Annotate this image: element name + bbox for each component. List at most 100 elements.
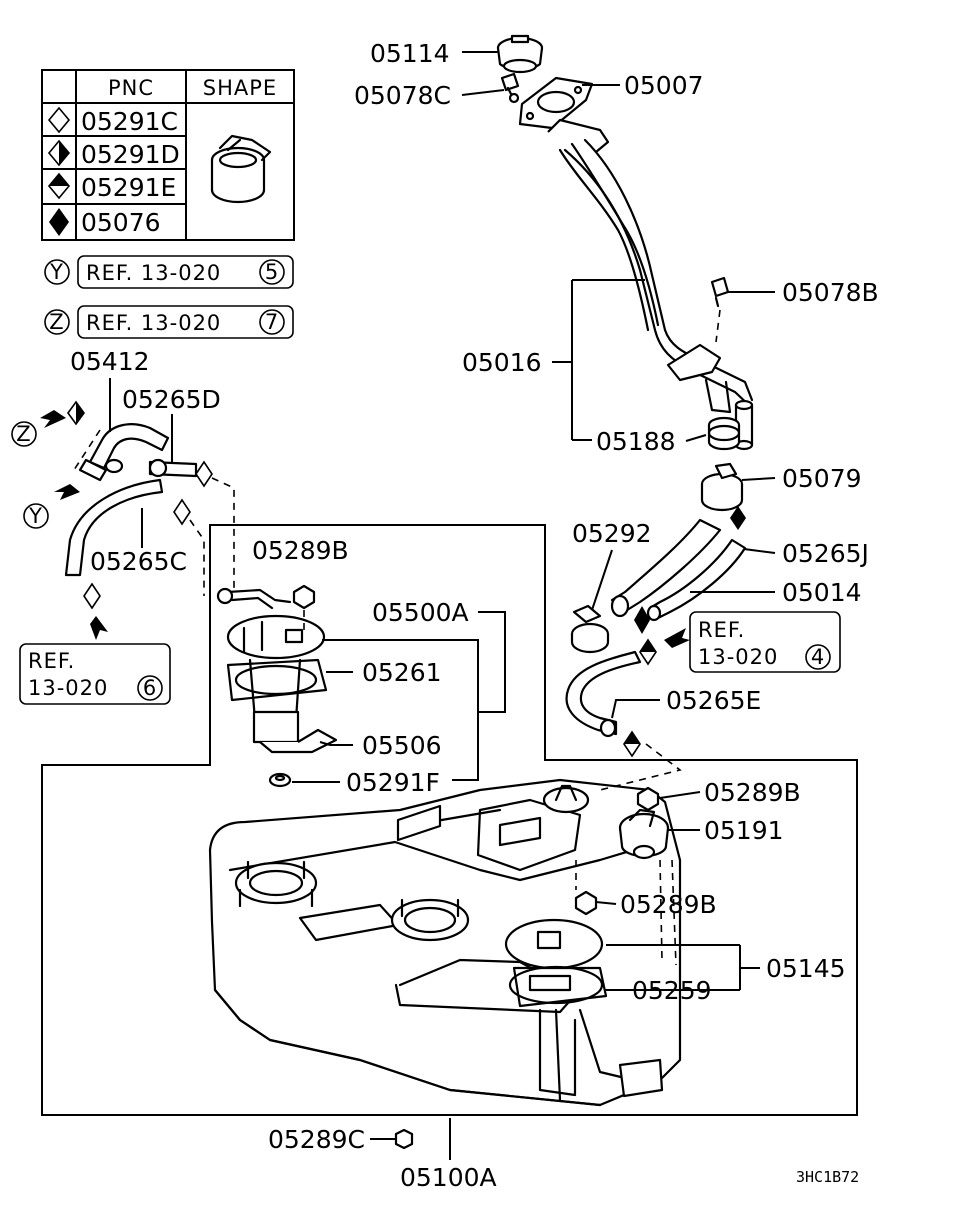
diamond-filled-icon bbox=[730, 506, 746, 530]
filler-gasket-part[interactable] bbox=[518, 76, 594, 130]
label-05291f: 05291F bbox=[346, 768, 440, 797]
fuel-pump-assembly[interactable] bbox=[216, 587, 338, 754]
label-05007: 05007 bbox=[624, 71, 704, 100]
label-05500a: 05500A bbox=[372, 598, 469, 627]
ref-z-text: REF. 13-020 bbox=[86, 311, 221, 335]
connection-line bbox=[599, 743, 682, 791]
hose-05265d-part[interactable] bbox=[148, 458, 198, 478]
diamond-filled-icon bbox=[634, 606, 650, 634]
diamond-half-horizontal-icon bbox=[47, 172, 71, 200]
label-05145: 05145 bbox=[766, 954, 846, 983]
legend-pnc-05291d: 05291D bbox=[81, 140, 180, 169]
tank-pump-opening-center bbox=[390, 898, 470, 942]
label-05016: 05016 bbox=[462, 348, 542, 377]
nut-05289b-part-3[interactable] bbox=[574, 890, 598, 916]
label-05259: 05259 bbox=[632, 976, 712, 1005]
ref-z-letter: Z bbox=[49, 310, 64, 334]
connection-line bbox=[211, 477, 235, 588]
fuel-cap-part[interactable] bbox=[496, 34, 544, 74]
breather-hose-05265j-part[interactable] bbox=[646, 538, 747, 622]
flow-letter-z: Z bbox=[16, 422, 31, 446]
connection-line bbox=[189, 519, 205, 596]
legend-table: PNC SHAPE 05291C 05291D 05291E 05076 bbox=[41, 69, 295, 241]
legend-header-pnc: PNC bbox=[108, 76, 154, 100]
tank-pump-opening-left bbox=[234, 860, 318, 908]
label-05289c: 05289C bbox=[268, 1125, 365, 1154]
diamond-outline-icon bbox=[47, 106, 71, 134]
diamond-half-horizontal-icon bbox=[623, 730, 641, 758]
label-05289b-3: 05289B bbox=[620, 890, 717, 919]
label-05078b: 05078B bbox=[782, 278, 879, 307]
label-05265d: 05265D bbox=[122, 385, 221, 414]
ref-y-text: REF. 13-020 bbox=[86, 261, 221, 285]
ref-4-box[interactable]: REF. 13-020 4 bbox=[689, 611, 841, 673]
ref-z-num: 7 bbox=[265, 310, 279, 334]
hose-05412-part[interactable] bbox=[78, 423, 170, 482]
gasket-05259-part[interactable] bbox=[508, 965, 604, 1005]
flow-letter-y: Y bbox=[28, 504, 43, 528]
nut-05289b-part-1[interactable] bbox=[292, 584, 316, 630]
diamond-outline-icon bbox=[83, 582, 101, 610]
filler-hose-05014-part[interactable] bbox=[610, 518, 722, 618]
diamond-filled-icon bbox=[49, 208, 69, 236]
ref-6-box[interactable]: REF. 13-020 6 bbox=[19, 643, 171, 705]
nut-05289b-part-2[interactable] bbox=[636, 786, 660, 812]
hose-05265e-part[interactable] bbox=[565, 650, 642, 738]
label-05506: 05506 bbox=[362, 731, 442, 760]
flow-arrow-z: Z bbox=[11, 400, 85, 447]
flow-arrow-ref6 bbox=[83, 582, 108, 640]
leader-lines bbox=[109, 51, 776, 1160]
label-05412: 05412 bbox=[70, 347, 150, 376]
label-05292: 05292 bbox=[572, 519, 652, 548]
tank-vent-valve-mount bbox=[542, 784, 590, 814]
hose-clamp-05188-part[interactable] bbox=[707, 416, 741, 451]
ref-y-num: 5 bbox=[265, 260, 279, 284]
connection-line bbox=[73, 429, 101, 471]
label-05079: 05079 bbox=[782, 464, 862, 493]
diagram-code: 3HC1B72 bbox=[796, 1168, 859, 1186]
flow-arrow-y: Y bbox=[23, 484, 80, 529]
ref-4-num: 4 bbox=[811, 645, 825, 669]
label-05114: 05114 bbox=[370, 39, 450, 68]
legend-pnc-05076: 05076 bbox=[81, 208, 161, 237]
part-labels: 05114 05078C 05007 05078B 05016 05188 05… bbox=[70, 39, 879, 1192]
assembly-frame bbox=[41, 524, 858, 1116]
label-05078c: 05078C bbox=[354, 81, 451, 110]
label-05014: 05014 bbox=[782, 578, 862, 607]
legend-header-shape: SHAPE bbox=[203, 76, 277, 100]
bolt-05078b-part[interactable] bbox=[710, 276, 730, 343]
ref-6-line1: REF. bbox=[28, 649, 75, 673]
flow-arrow-ref4 bbox=[634, 606, 690, 666]
clamp-05292-part[interactable] bbox=[570, 604, 610, 654]
ref-4-line2: 13-020 bbox=[698, 645, 778, 669]
vent-valve-05191-part[interactable] bbox=[618, 808, 670, 860]
clamp-shape-icon bbox=[210, 134, 272, 204]
diamond-outline-icon bbox=[173, 498, 191, 526]
diamond-outline-icon bbox=[195, 460, 213, 488]
ref-6-line2: 13-020 bbox=[28, 676, 108, 700]
legend-pnc-05291e: 05291E bbox=[81, 173, 176, 202]
connection-line bbox=[659, 859, 677, 966]
label-05265e: 05265E bbox=[666, 686, 761, 715]
legend-pnc-05291c: 05291C bbox=[81, 107, 178, 136]
label-05289b-1: 05289B bbox=[252, 536, 349, 565]
label-05100a: 05100A bbox=[400, 1163, 497, 1192]
grommet-05291f-part[interactable] bbox=[268, 772, 292, 788]
bolt-05078c-part[interactable] bbox=[500, 72, 520, 104]
fuel-tank-body[interactable] bbox=[208, 778, 682, 1107]
hose-clamp-05079-part[interactable] bbox=[700, 462, 744, 512]
ref-6-num: 6 bbox=[143, 676, 157, 700]
label-05261: 05261 bbox=[362, 658, 442, 687]
label-05289b-2: 05289B bbox=[704, 778, 801, 807]
diamond-half-vertical-icon bbox=[47, 139, 71, 167]
hose-05265c-part[interactable] bbox=[64, 478, 164, 577]
label-05265c: 05265C bbox=[90, 547, 187, 576]
filler-neck-pipe-part[interactable] bbox=[547, 118, 754, 451]
ref-z-box[interactable]: Z REF. 13-020 7 bbox=[44, 305, 294, 339]
label-05191: 05191 bbox=[704, 816, 784, 845]
ref-y-letter: Y bbox=[49, 260, 64, 284]
drain-plug-05289c-part[interactable] bbox=[394, 1128, 414, 1150]
ref-y-box[interactable]: Y REF. 13-020 5 bbox=[44, 255, 294, 289]
label-05265j: 05265J bbox=[782, 539, 869, 568]
